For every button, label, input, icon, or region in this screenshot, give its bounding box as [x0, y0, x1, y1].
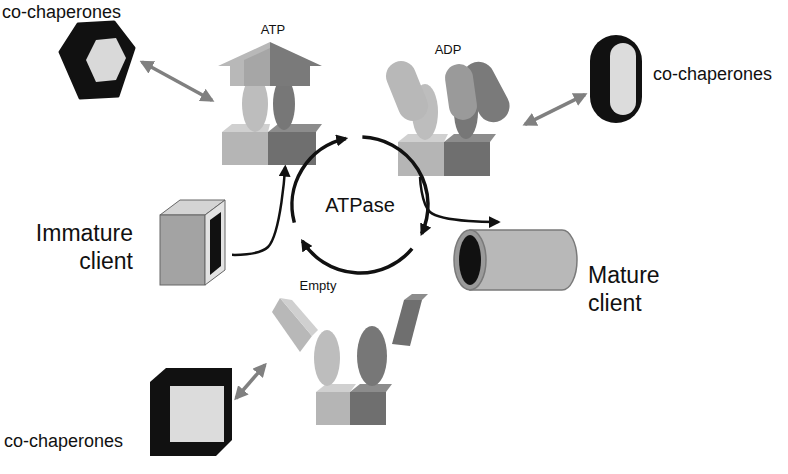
node-label: ADP [423, 42, 473, 58]
hsp90-state-node: ADP [385, 42, 525, 177]
hsp90-atp-state-part [268, 124, 322, 132]
node-label: co-chaperones [2, 2, 140, 24]
cycle-arrow [302, 241, 412, 273]
hsp90-atp-state-part [270, 42, 322, 86]
label-holder: ATPase [315, 193, 405, 217]
node-label: Empty [290, 278, 346, 294]
mature-client-cylinder-part [459, 235, 481, 285]
binding-arrow [236, 365, 265, 398]
hsp90-atp-state-part [244, 48, 270, 86]
node-label: Immature client [15, 220, 133, 275]
hsp90-adp-state [381, 56, 515, 176]
co-chaperone-capsule [590, 35, 642, 123]
co-chaperone-capsule-part [610, 43, 636, 115]
hsp90-atp-state [218, 42, 322, 165]
co-chaperone-node: co-chaperones [4, 365, 236, 460]
atpase-cycle-arrows [292, 137, 428, 273]
hsp90-empty-state-part [392, 300, 422, 346]
flow-arrow [232, 167, 285, 255]
client-node: Immature client [15, 195, 232, 290]
hsp90-empty-state-part [316, 392, 350, 425]
co-chaperone-cube-part [150, 368, 232, 456]
hsp90-empty-state-part [280, 298, 318, 336]
hsp90-atp-state-part [222, 132, 268, 165]
hsp90-state-node: Empty [265, 275, 430, 430]
mature-client-cylinder [454, 230, 577, 290]
co-chaperone-capsule-part [590, 35, 642, 123]
flow-arrow [420, 177, 498, 222]
cycle-label: ATPase [315, 193, 405, 217]
mature-client-cylinder-part [454, 230, 486, 290]
hsp90-empty-state-part [316, 384, 356, 392]
co-chaperone-node: co-chaperones [585, 32, 785, 124]
client-node: Mature client [445, 222, 677, 322]
co-chaperone-cube-part [170, 386, 224, 442]
co-chaperone-cube [150, 368, 232, 456]
node-label: Mature client [588, 262, 674, 317]
hsp90-state-node: ATP [212, 22, 334, 167]
immature-client-shape-part [210, 212, 221, 275]
hsp90-adp-state-part [443, 62, 479, 121]
hsp90-atp-state-part [218, 42, 270, 86]
hsp90-adp-state-part [381, 57, 432, 126]
binding-arrow [142, 62, 212, 100]
hsp90-empty-state [272, 294, 428, 425]
immature-client-shape [160, 200, 225, 285]
hsp90-adp-state-part [444, 142, 490, 176]
immature-client-shape-part [160, 215, 205, 285]
node-label: ATP [248, 22, 298, 38]
hsp90-empty-state-part [357, 326, 387, 386]
immature-client-shape-part [205, 200, 225, 285]
node-label: co-chaperones [4, 431, 142, 453]
co-chaperone-hexagon [60, 22, 134, 98]
hsp90-empty-state-part [404, 294, 428, 300]
co-chaperone-hexagon-part [86, 38, 126, 82]
hsp90-empty-state-part [350, 392, 386, 425]
node-label: co-chaperones [653, 64, 783, 86]
co-chaperone-node: co-chaperones [2, 2, 142, 102]
co-chaperone-hexagon-part [60, 22, 134, 98]
cycle-arrow [362, 137, 428, 234]
hsp90-empty-state-part [314, 330, 340, 386]
hsp90-adp-state-part [398, 142, 444, 176]
binding-arrow [525, 95, 585, 125]
